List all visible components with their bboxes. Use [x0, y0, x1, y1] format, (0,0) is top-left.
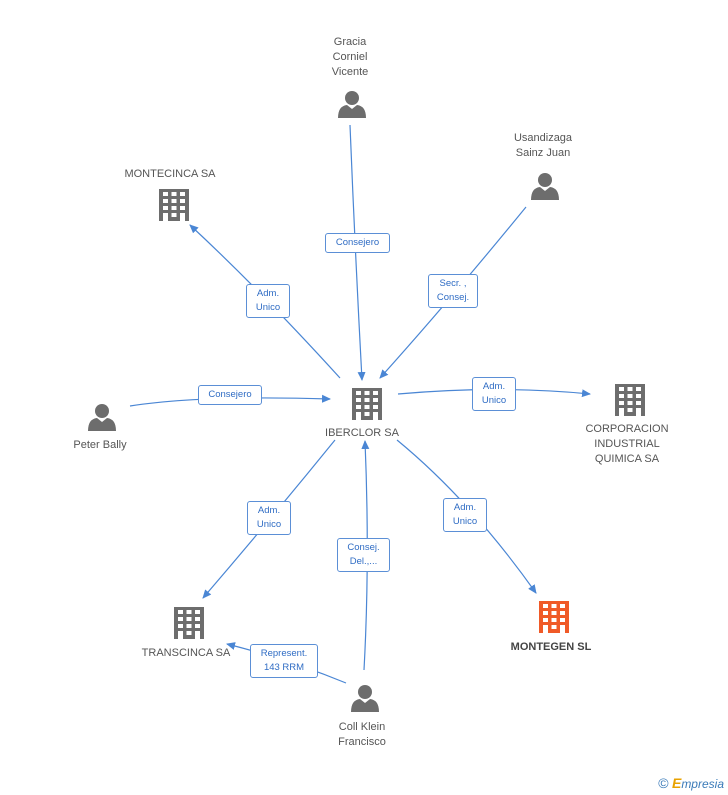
edge-label-coll-transcinca: Represent. 143 RRM [250, 644, 318, 678]
brand-initial: E [671, 775, 682, 791]
edge-label-iberclor-montecinca: Adm. Unico [246, 284, 290, 318]
node-label-corporacion[interactable]: CORPORACION INDUSTRIAL QUIMICA SA [585, 423, 669, 465]
transcinca-building-icon[interactable] [174, 607, 204, 639]
copyright-symbol: © [658, 775, 669, 791]
node-label-montegen[interactable]: MONTEGEN SL [510, 641, 592, 653]
edge-label-peter-iberclor: Consejero [198, 385, 262, 405]
empresia-logo: © Empresia [658, 775, 724, 791]
edge-label-gracia-iberclor: Consejero [325, 233, 390, 253]
peter-person-icon[interactable] [88, 404, 116, 431]
gracia-person-icon[interactable] [338, 91, 366, 118]
edge-label-iberclor-corporacion: Adm. Unico [472, 377, 516, 411]
edge-label-iberclor-montegen: Adm. Unico [443, 498, 487, 532]
node-label-peter[interactable]: Peter Bally [73, 439, 127, 451]
node-label-montecinca[interactable]: MONTECINCA SA [124, 168, 216, 180]
montecinca-building-icon[interactable] [159, 189, 189, 221]
node-label-iberclor[interactable]: IBERCLOR SA [325, 427, 399, 439]
node-label-coll[interactable]: Coll Klein Francisco [338, 721, 386, 748]
corporacion-building-icon[interactable] [615, 384, 645, 416]
iberclor-building-icon[interactable] [352, 388, 382, 420]
node-label-usandizaga[interactable]: Usandizaga Sainz Juan [513, 132, 573, 159]
node-label-transcinca[interactable]: TRANSCINCA SA [141, 647, 231, 659]
edge-label-usandizaga-iberclor: Secr. , Consej. [428, 274, 478, 308]
usandizaga-person-icon[interactable] [531, 173, 559, 200]
montegen-building-icon[interactable] [539, 601, 569, 633]
node-label-gracia[interactable]: Gracia Corniel Vicente [331, 36, 369, 78]
brand-name: mpresia [681, 777, 724, 791]
coll-person-icon[interactable] [351, 685, 379, 712]
edge-label-iberclor-transcinca: Adm. Unico [247, 501, 291, 535]
edge-label-coll-iberclor: Consej. Del.,... [337, 538, 390, 572]
